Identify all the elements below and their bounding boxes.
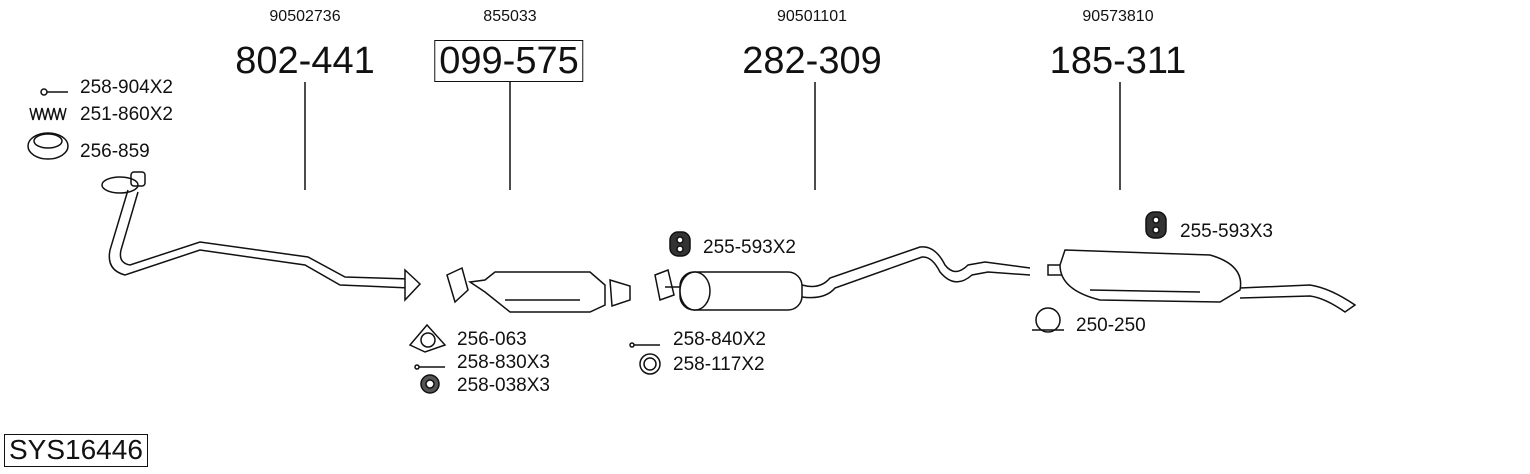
accessory-label[interactable]: 255-593X2 (703, 237, 796, 258)
system-id: SYS16446 (4, 434, 148, 467)
part-number[interactable]: 282-309 (742, 40, 882, 82)
bolt-icon (414, 364, 445, 370)
bolt-icon (629, 342, 660, 348)
clamp-icon (1032, 307, 1064, 333)
oem-number: 855033 (483, 8, 537, 25)
bolt-icon (40, 88, 68, 96)
ring-icon (639, 353, 661, 375)
hanger-icon (1145, 211, 1167, 239)
accessory-label[interactable]: 250-250 (1076, 315, 1146, 336)
accessory-label[interactable]: 258-830X3 (457, 352, 550, 373)
accessory-label[interactable]: 258-117X2 (673, 354, 765, 375)
spring-icon (29, 107, 67, 121)
accessory-label[interactable]: 255-593X3 (1180, 221, 1273, 242)
accessory-label[interactable]: 256-063 (457, 329, 527, 350)
accessory-label[interactable]: 256-859 (80, 141, 150, 162)
part-number-boxed[interactable]: 099-575 (434, 40, 584, 82)
middle-silencer-icon (654, 246, 1031, 311)
nut-icon (420, 374, 440, 394)
accessory-label[interactable]: 258-038X3 (457, 375, 550, 396)
part-number[interactable]: 185-311 (1049, 40, 1187, 82)
hanger-icon (669, 231, 691, 257)
ring-icon (27, 132, 69, 160)
catalytic-converter-icon (446, 266, 631, 313)
oem-number: 90573810 (1082, 8, 1154, 25)
accessory-label[interactable]: 251-860X2 (80, 104, 173, 125)
part-number[interactable]: 802-441 (235, 40, 375, 82)
rear-silencer-icon (1047, 249, 1357, 313)
gasket-icon (408, 323, 447, 353)
accessory-label[interactable]: 258-904X2 (80, 77, 173, 98)
oem-number: 90502736 (269, 8, 341, 25)
front-pipe-icon (101, 171, 422, 302)
oem-number: 90501101 (777, 8, 847, 25)
accessory-label[interactable]: 258-840X2 (673, 329, 766, 350)
